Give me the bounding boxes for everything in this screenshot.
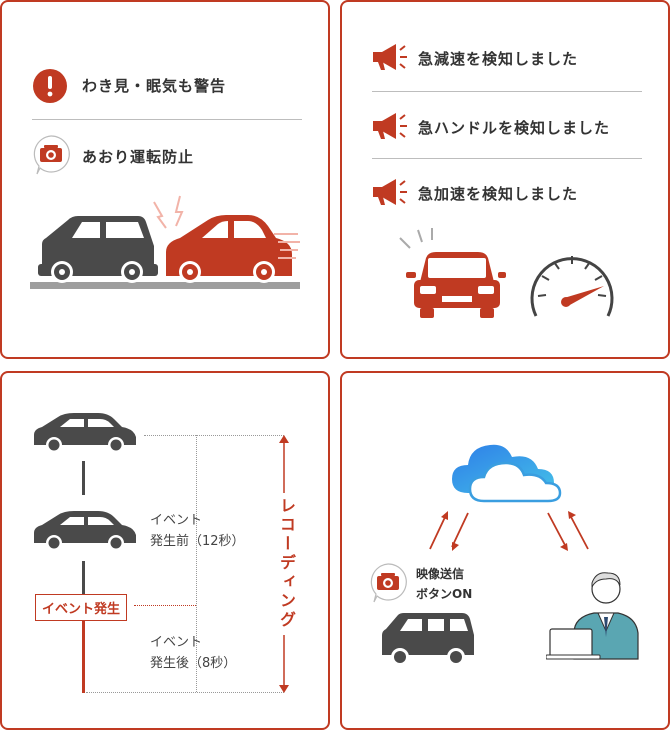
recording-arrow-down [278,635,290,695]
after-label: イベント 発生後（8秒） [150,635,237,671]
timeline-segment [82,461,85,495]
before-label: イベント 発生前（12秒） [150,513,245,549]
sudden-braking-label: 急減速を検知しました [418,50,579,68]
van-icon [376,611,476,667]
timeline-segment-after [82,619,85,693]
megaphone-icon [370,111,408,141]
upload-arrows-icon [426,509,474,553]
dashcam-icon [31,134,71,176]
megaphone-icon [370,42,408,72]
driving-detection-panel: 急減速を検知しました 急ハンドルを検知しました 急加速を検知しました [340,0,670,359]
drowsiness-tailgating-panel: わき見・眠気も警告 あおり運転防止 [0,0,330,359]
sudden-steering-label: 急ハンドルを検知しました [418,119,611,137]
download-arrows-icon [544,509,592,553]
warning-label: わき見・眠気も警告 [82,77,227,95]
dashcam-icon [368,562,408,604]
divider [372,91,642,92]
cloud-icon [450,437,566,507]
car-front-icon [396,228,506,318]
warning-icon [32,68,68,104]
megaphone-icon [370,177,408,207]
speedometer-icon [526,246,618,322]
tailgating-label: あおり運転防止 [82,148,195,166]
guide-line [196,435,197,692]
tailgating-illustration [30,194,302,294]
event-occurrence-badge: イベント発生 [35,594,128,621]
divider [32,119,302,120]
guide-line [86,692,284,693]
recording-label: レコーディング [277,497,296,630]
event-guide-line [134,605,196,606]
video-send-button-label: 映像送信 ボタンON [416,567,473,601]
recording-arrow-up [278,433,290,493]
video-upload-panel: 映像送信 ボタンON [340,371,670,730]
car-icon [30,409,140,453]
operator-person-icon [546,567,650,663]
divider [372,158,642,159]
guide-line [144,435,284,436]
timeline-segment [82,561,85,595]
event-recording-panel: イベント 発生前（12秒） イベント発生 イベント 発生後（8秒） レコーディン… [0,371,330,730]
sudden-acceleration-label: 急加速を検知しました [418,185,579,203]
car-icon [30,507,140,551]
